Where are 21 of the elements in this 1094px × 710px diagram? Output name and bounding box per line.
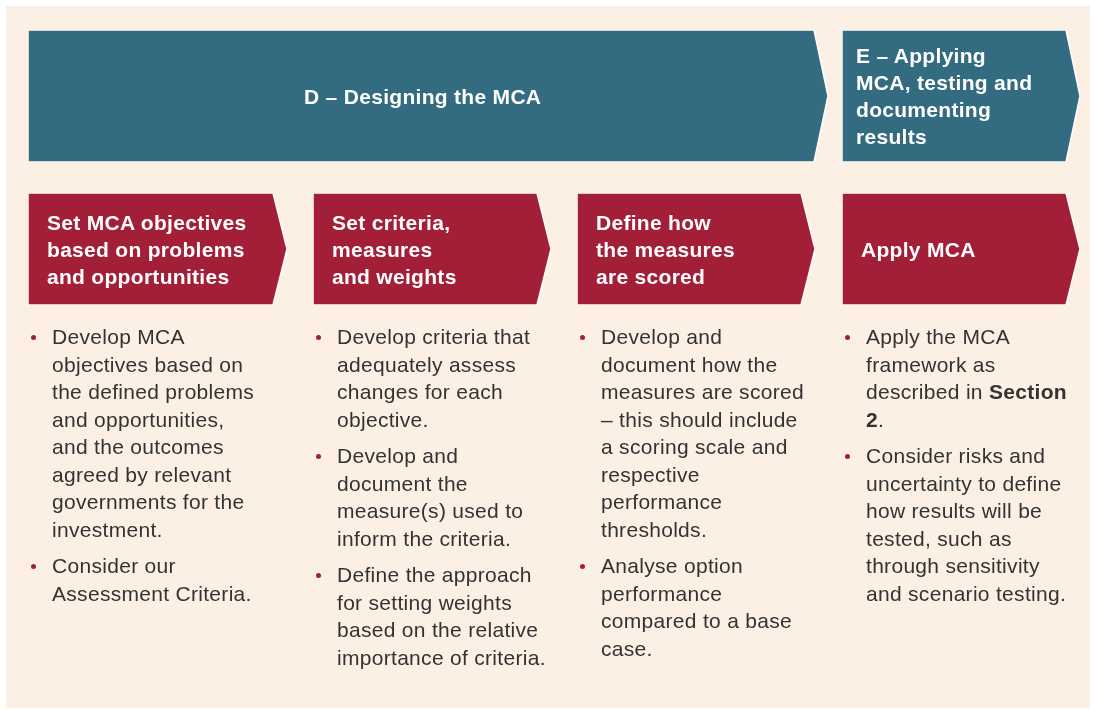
phase-banner	[28, 30, 828, 162]
phase-title: D – Designing the MCA	[304, 83, 543, 110]
bullet-text: Analyse option performance compared to a base case.	[601, 553, 794, 662]
bullet-text: Develop and document the measure(s) used to inform the criteria.	[337, 443, 525, 552]
phase-banner	[842, 30, 1080, 162]
step-title: Set criteria, measures and weights	[332, 209, 458, 290]
step-title: Define how the measures are scored	[596, 209, 736, 290]
phase-title: E – Applying MCA, testing and documenting results	[856, 43, 1034, 150]
step-banner	[313, 193, 551, 305]
bullet-text: Develop MCA objectives based on the defined problems and opportunities, and the outcomes agreed by relevant governments for the investment.	[52, 324, 256, 543]
bullet-text: Consider risks and uncertainty to define how results will be tested, such as through sensitivity and scenario testing.	[866, 443, 1068, 607]
step-title: Set MCA objectives based on problems and opportunities	[47, 209, 248, 290]
bullet-text: Consider our Assessment Criteria.	[52, 553, 253, 607]
bullet-text: Develop and document how the measures are scored – this should include a scoring scale and respective performance thresholds.	[601, 324, 805, 543]
step-banner	[842, 193, 1080, 305]
step-banner	[28, 193, 287, 305]
step-title: Apply MCA	[861, 236, 977, 263]
bullet-text: Develop criteria that adequately assess changes for each objective.	[337, 324, 532, 433]
step-banner	[577, 193, 815, 305]
bullet-text: Apply the MCA framework as described in Section 2.	[866, 324, 1068, 433]
bullet-text: Define the approach for setting weights based on the relative importance of criteria.	[337, 562, 547, 671]
